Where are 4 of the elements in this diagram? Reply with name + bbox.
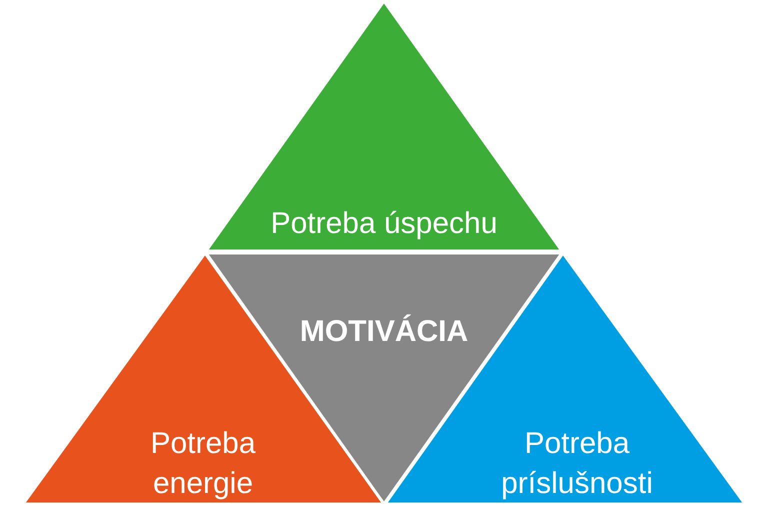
segment-label: Potreba energie — [149, 426, 257, 502]
segment-label: MOTIVÁCIA — [298, 313, 470, 350]
segment-label: Potreba úspechu — [270, 206, 498, 242]
segment-label: Potreba príslušnosti — [500, 426, 654, 502]
